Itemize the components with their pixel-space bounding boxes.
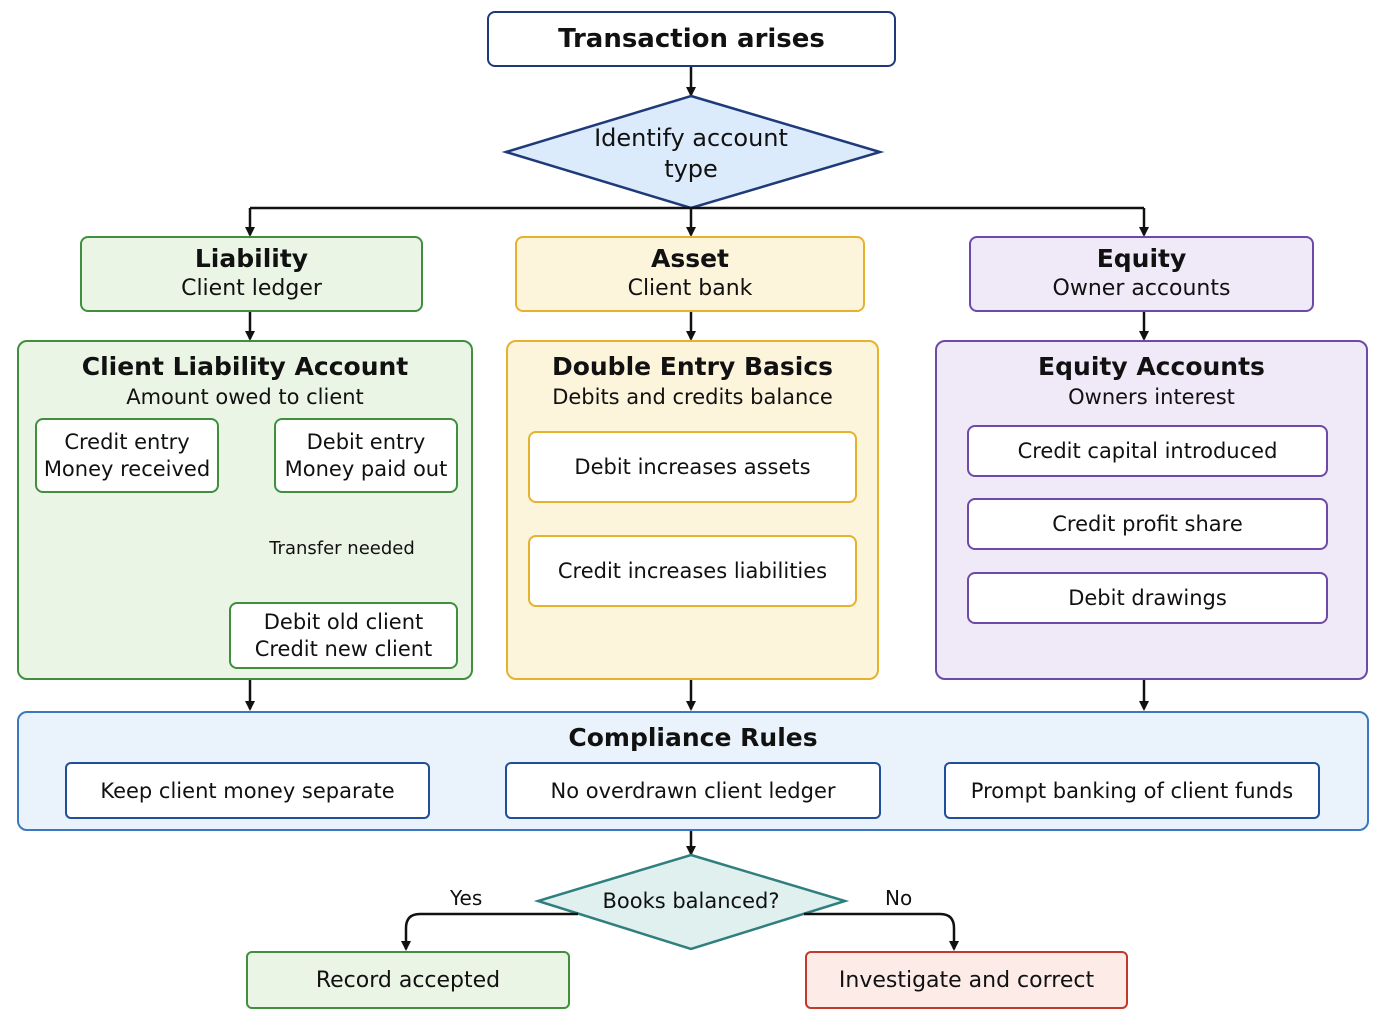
decision-label: Books balanced? <box>602 889 780 913</box>
equity-node: Equity Owner accounts <box>969 236 1314 312</box>
yes-branch <box>401 912 578 951</box>
credit-entry-line-1: Credit entry <box>64 429 190 454</box>
start-label: Transaction arises <box>558 24 825 54</box>
equity-title: Equity <box>1096 244 1187 273</box>
equity-item-2: Credit profit share <box>967 498 1328 550</box>
asset-node: Asset Client bank <box>515 236 865 312</box>
asset-item-1: Debit increases assets <box>528 431 857 503</box>
transfer-label: Transfer needed <box>269 537 415 559</box>
equity-panel-subtitle: Owners interest <box>1068 385 1235 409</box>
start-node: Transaction arises <box>487 11 896 67</box>
equity-item-2-label: Credit profit share <box>1052 512 1243 536</box>
no-branch <box>804 912 959 951</box>
asset-panel-subtitle: Debits and credits balance <box>552 385 833 409</box>
transfer-action-line-2: Credit new client <box>254 636 433 661</box>
compliance-item-1-label: Keep client money separate <box>100 778 395 803</box>
asset-item-2-label: Credit increases liabilities <box>557 559 828 583</box>
transfer-action-node: Debit old client Credit new client <box>229 602 458 669</box>
identify-line-1: Identify account <box>594 124 788 152</box>
liability-title: Liability <box>194 244 309 273</box>
asset-item-1-label: Debit increases assets <box>574 455 811 479</box>
no-outcome-node: Investigate and correct <box>805 951 1128 1009</box>
compliance-item-3-label: Prompt banking of client funds <box>970 778 1294 803</box>
equity-item-3-label: Debit drawings <box>1068 586 1227 610</box>
debit-entry-line-1: Debit entry <box>306 429 426 454</box>
compliance-item-2-label: No overdrawn client ledger <box>550 778 836 803</box>
liability-panel-title: Client Liability Account <box>81 352 409 381</box>
asset-title: Asset <box>650 244 729 273</box>
asset-panel: Double Entry Basics Debits and credits b… <box>506 340 879 680</box>
yes-label: Yes <box>450 886 483 910</box>
credit-entry-node: Credit entry Money received <box>35 418 219 493</box>
equity-item-1: Credit capital introduced <box>967 425 1328 477</box>
equity-item-3: Debit drawings <box>967 572 1328 624</box>
transfer-action-line-1: Debit old client <box>263 609 424 634</box>
debit-entry-line-2: Money paid out <box>284 456 448 481</box>
asset-panel-title: Double Entry Basics <box>551 352 834 381</box>
identify-line-2: type <box>664 155 718 183</box>
credit-entry-line-2: Money received <box>43 456 211 481</box>
identify-text: Identify account type <box>560 120 822 188</box>
debit-entry-node: Debit entry Money paid out <box>274 418 458 493</box>
compliance-item-2: No overdrawn client ledger <box>505 762 881 819</box>
equity-item-1-label: Credit capital introduced <box>1017 439 1278 463</box>
liability-subtitle: Client ledger <box>181 276 322 301</box>
yes-outcome-node: Record accepted <box>246 951 570 1009</box>
decision-text: Books balanced? <box>580 887 802 915</box>
compliance-item-3: Prompt banking of client funds <box>944 762 1320 819</box>
liability-node: Liability Client ledger <box>80 236 423 312</box>
transfer-text: Transfer needed <box>253 535 431 561</box>
liability-panel-subtitle: Amount owed to client <box>126 385 364 409</box>
compliance-item-1: Keep client money separate <box>65 762 430 819</box>
equity-panel-title: Equity Accounts <box>1038 352 1265 381</box>
equity-subtitle: Owner accounts <box>1052 276 1231 301</box>
no-label: No <box>885 886 913 910</box>
asset-item-2: Credit increases liabilities <box>528 535 857 607</box>
asset-subtitle: Client bank <box>627 276 753 301</box>
compliance-title: Compliance Rules <box>568 723 818 752</box>
no-outcome-label: Investigate and correct <box>838 967 1095 993</box>
yes-outcome-label: Record accepted <box>315 967 501 993</box>
